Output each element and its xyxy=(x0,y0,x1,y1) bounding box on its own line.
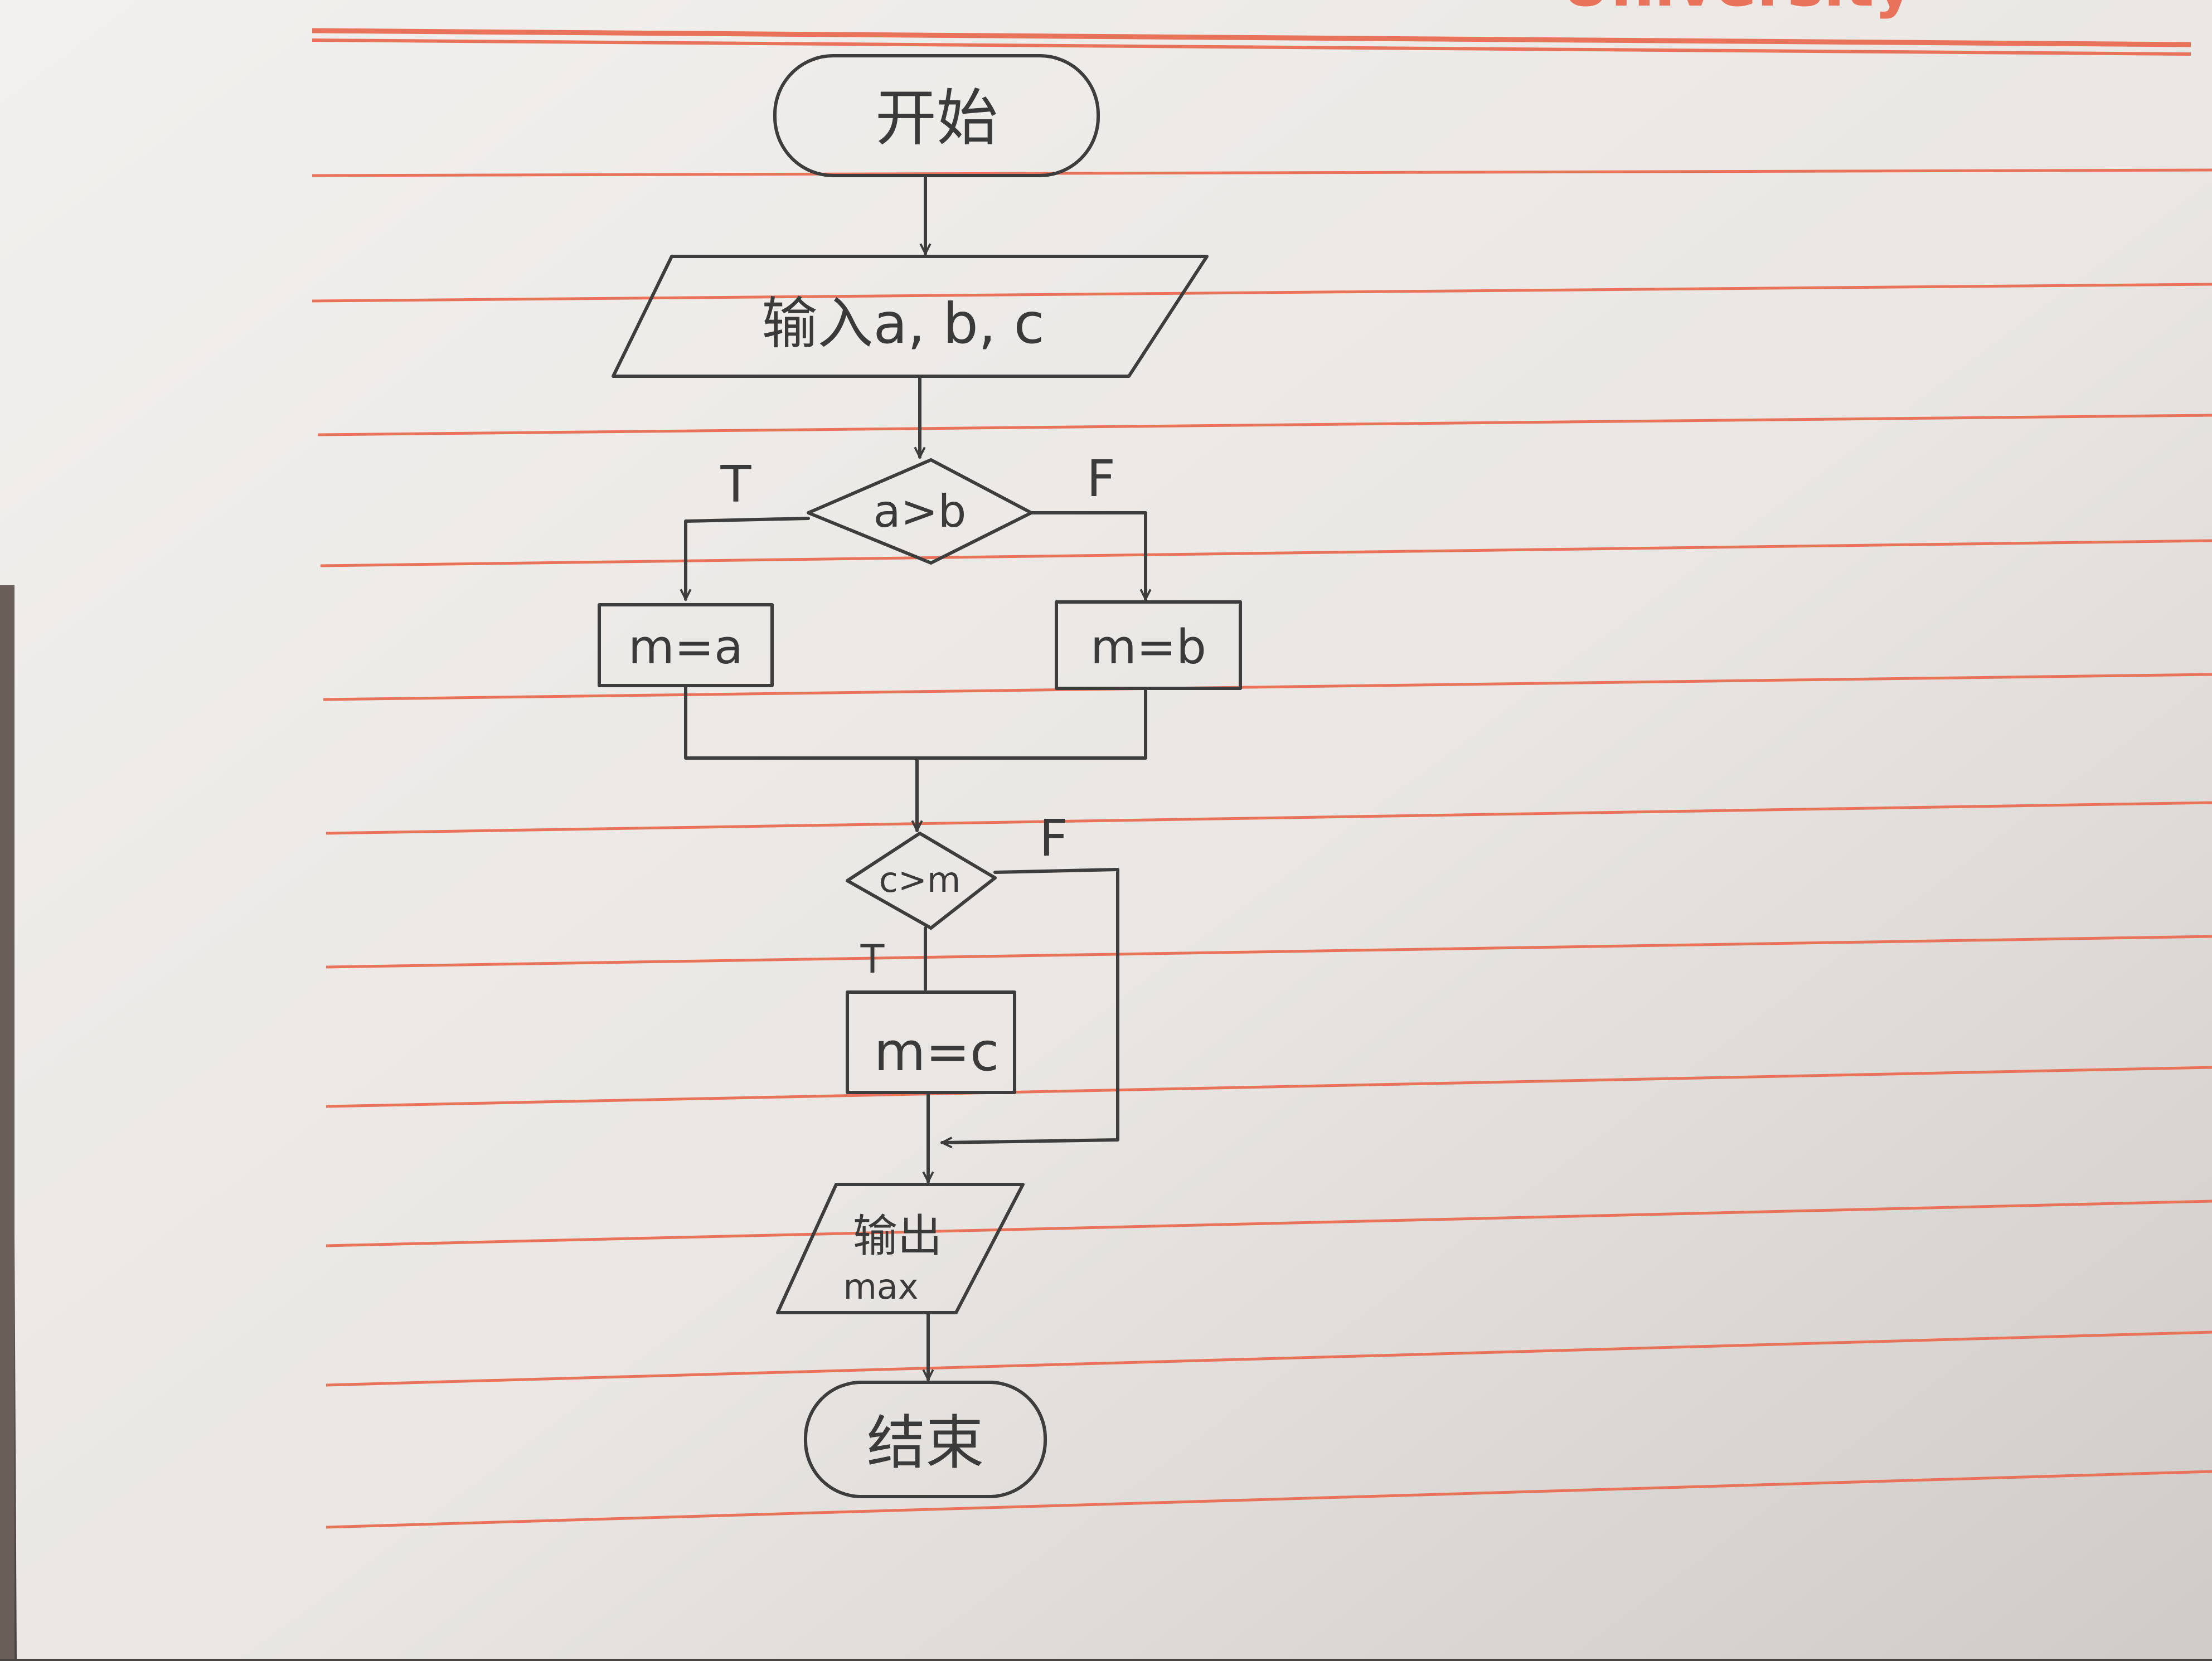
start-label: 开始 xyxy=(875,82,998,154)
end-terminal xyxy=(804,1381,1047,1498)
decision1-label: a>b xyxy=(874,485,967,537)
rule-line xyxy=(312,283,2212,303)
assign-c-label: m=c xyxy=(874,1022,999,1083)
decision-c-gt-m xyxy=(846,832,997,930)
decision1-false-label: F xyxy=(1086,450,1115,508)
rule-line xyxy=(323,673,2212,701)
process-m-eq-b xyxy=(1055,600,1242,690)
assign-a-label: m=a xyxy=(628,620,743,675)
decision-a-gt-b xyxy=(807,458,1033,565)
input-label: 输入a, b, c xyxy=(762,291,1045,356)
table-edge-left xyxy=(0,585,14,1659)
output-parallelogram xyxy=(776,1183,1025,1314)
decision1-true-label: T xyxy=(720,455,752,514)
rule-line xyxy=(326,801,2212,835)
header-rule-bottom xyxy=(312,38,2191,56)
process-m-eq-c xyxy=(846,990,1016,1094)
assign-b-label: m=b xyxy=(1090,620,1206,675)
output-label-line1: 输出 xyxy=(853,1210,942,1262)
decision2-true-label: T xyxy=(860,936,885,982)
decision2-label: c>m xyxy=(879,859,961,900)
end-label: 结束 xyxy=(867,1409,984,1477)
rule-line xyxy=(326,1199,2212,1247)
input-parallelogram xyxy=(612,255,1209,378)
connector-false xyxy=(1030,511,1146,601)
rule-line xyxy=(317,414,2212,436)
header-text: University xyxy=(1561,0,1914,20)
flowchart-labels: 开始 输入a, b, c a>b T F m=a m=b c>m F T m=c… xyxy=(628,82,1206,1477)
rule-line xyxy=(312,168,2212,177)
start-terminal xyxy=(773,54,1100,177)
connector-false xyxy=(940,868,1119,1143)
header-rule-top xyxy=(312,28,2191,47)
flowchart xyxy=(598,54,1242,1498)
rule-line xyxy=(326,1066,2212,1108)
rule-line xyxy=(320,539,2212,567)
rule-line xyxy=(326,1330,2212,1387)
rule-line xyxy=(326,1470,2212,1529)
ruled-lines xyxy=(312,168,2212,1529)
connector-true xyxy=(686,517,810,601)
rule-line xyxy=(326,935,2212,969)
decision2-false-label: F xyxy=(1039,809,1068,868)
output-label-line2: max xyxy=(843,1266,918,1307)
